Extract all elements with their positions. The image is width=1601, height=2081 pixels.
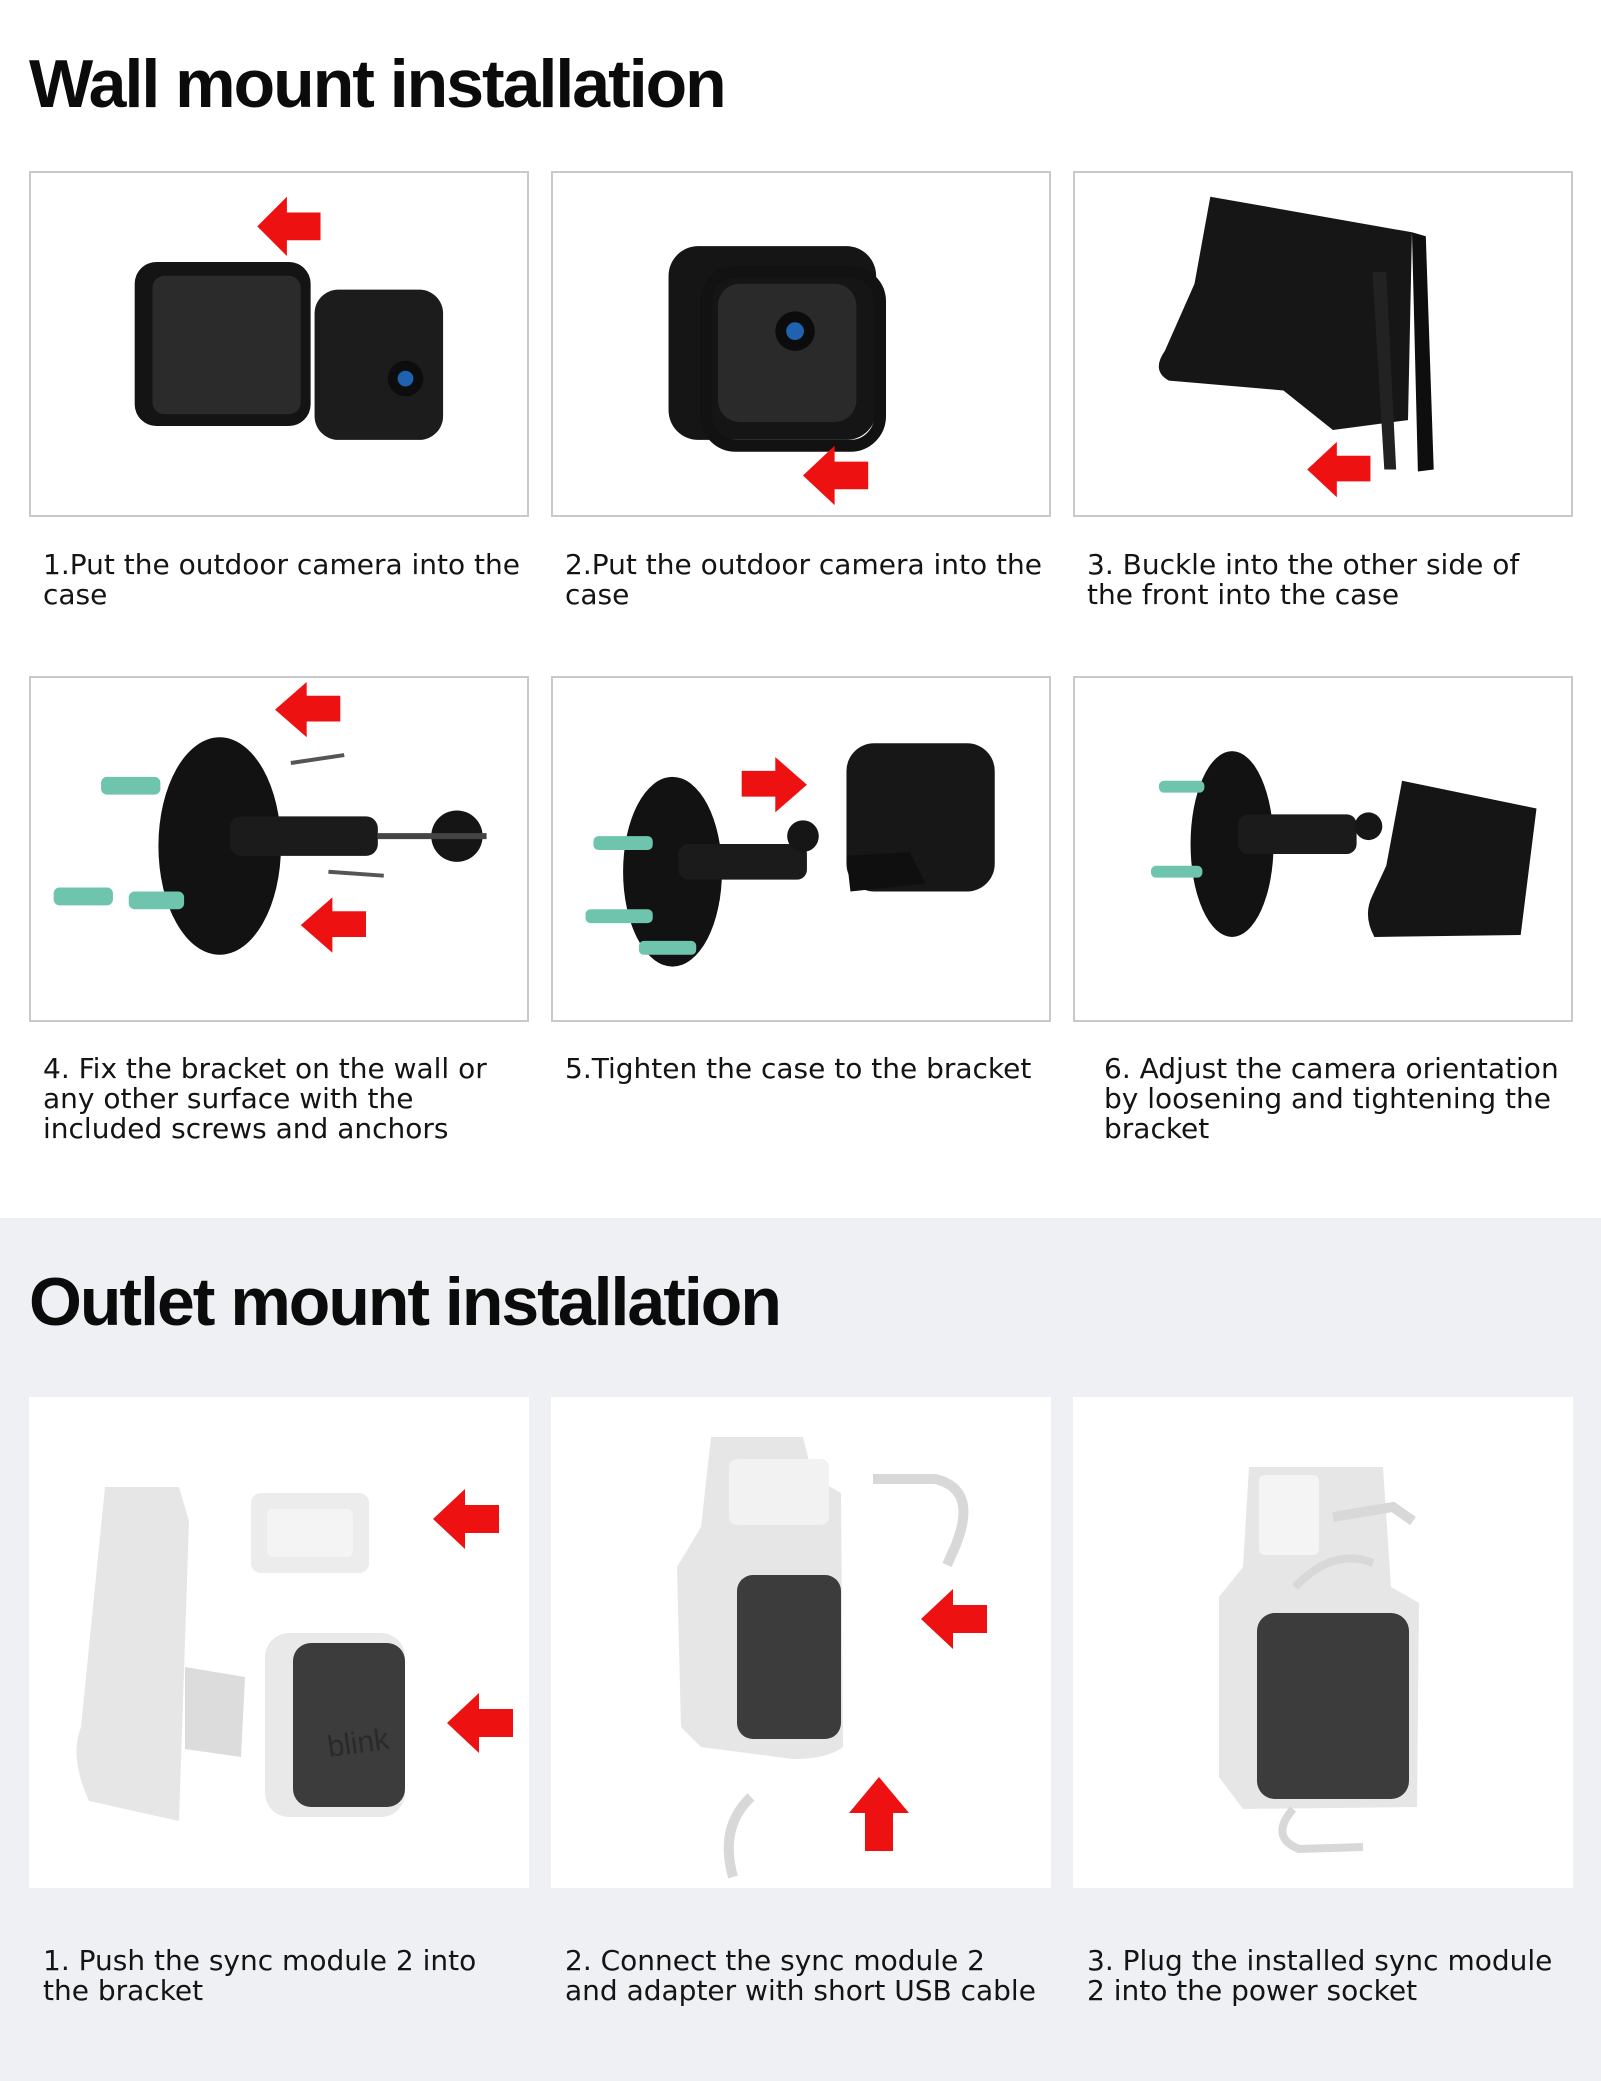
adjust-orientation-illustration (1151, 751, 1537, 937)
outlet-step-3-image (1073, 1397, 1573, 1888)
arrow-left-icon (433, 1489, 499, 1549)
wall-step-1-caption: 1.Put the outdoor camera into the case (43, 548, 520, 611)
wall-step-4-caption: 4. Fix the bracket on the wall or any ot… (43, 1052, 487, 1145)
camera-in-case-illustration (668, 246, 887, 506)
camera-into-case-illustration (134, 196, 444, 440)
outlet-step-1-image: blink (29, 1397, 529, 1888)
arrow-right-icon (741, 757, 807, 813)
arrow-left-icon (447, 1693, 513, 1753)
arrow-left-icon (921, 1589, 987, 1649)
plug-into-socket-illustration (1219, 1467, 1419, 1854)
wall-step-4-image (29, 676, 529, 1022)
wall-step-3-image (1073, 171, 1573, 517)
outlet-step-1-caption: 1. Push the sync module 2 into the brack… (43, 1944, 477, 2007)
outlet-mount-title: Outlet mount installation (29, 1264, 782, 1340)
wall-step-2-image (551, 171, 1051, 517)
outlet-step-3-caption: 3. Plug the installed sync module 2 into… (1087, 1944, 1553, 2007)
wall-step-5-image (551, 676, 1051, 1022)
connect-usb-cable-illustration (677, 1437, 987, 1879)
arrow-left-icon (257, 196, 321, 257)
outlet-step-2-image (551, 1397, 1051, 1888)
tighten-case-illustration (585, 743, 995, 967)
buckle-case-illustration (1158, 196, 1434, 498)
wall-step-6-image (1073, 676, 1573, 1022)
wall-step-5-caption: 5.Tighten the case to the bracket (565, 1052, 1032, 1085)
arrow-left-icon (1307, 441, 1371, 498)
wall-mount-title: Wall mount installation (29, 46, 727, 122)
bracket-screws-anchors-illustration (53, 681, 487, 955)
arrow-up-icon (849, 1777, 909, 1851)
sync-module-into-bracket-illustration: blink (76, 1487, 513, 1821)
arrow-left-icon (802, 445, 869, 506)
wall-step-2-caption: 2.Put the outdoor camera into the case (565, 548, 1042, 611)
arrow-left-icon (300, 897, 366, 953)
wall-step-6-caption: 6. Adjust the camera orientation by loos… (1104, 1052, 1559, 1145)
wall-step-3-caption: 3. Buckle into the other side of the fro… (1087, 548, 1520, 611)
arrow-left-icon (275, 681, 341, 738)
outlet-step-2-caption: 2. Connect the sync module 2 and adapter… (565, 1944, 1036, 2007)
wall-step-1-image (29, 171, 529, 517)
